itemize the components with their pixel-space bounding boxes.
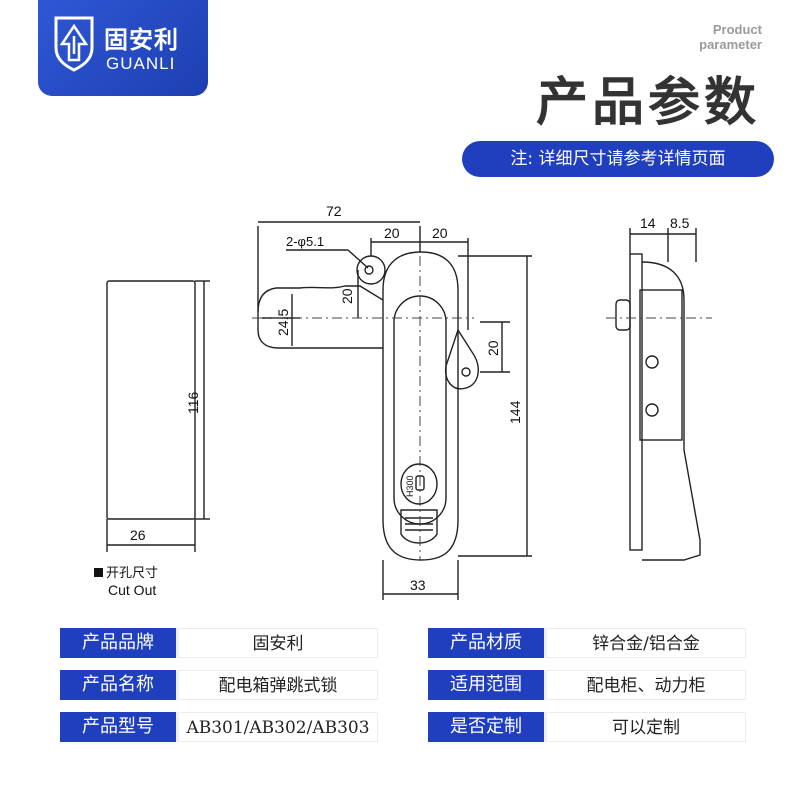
cut-out-cn: 开孔尺寸	[106, 566, 159, 581]
key-mark: H300	[405, 475, 415, 497]
side-body	[641, 261, 701, 561]
spec-value-name: 配电箱弹跳式锁	[178, 670, 378, 700]
page-title: 产品参数	[535, 73, 760, 133]
section-subtitle-en: Product parameter	[632, 22, 762, 52]
side-plate	[629, 253, 643, 551]
dim-14: 14	[640, 215, 656, 231]
dim-24-5: 24.5	[275, 309, 291, 336]
handle-body-outline	[382, 251, 459, 561]
dim-116: 116	[185, 391, 201, 414]
side-stud-1	[615, 299, 631, 331]
dim-26: 26	[130, 527, 146, 543]
spec-value-brand: 固安利	[178, 628, 378, 658]
spec-label-brand: 产品品牌	[60, 628, 176, 658]
spec-value-material: 锌合金/铝合金	[546, 628, 746, 658]
subtitle-line-2: parameter	[699, 37, 762, 52]
dim-hole: 2-φ5.1	[286, 234, 324, 249]
top-lug	[356, 255, 386, 285]
brand-name-en: GUANLI	[106, 54, 176, 73]
dim-20-left: 20	[339, 288, 355, 304]
dim-144: 144	[507, 400, 523, 424]
note-badge: 注: 详细尺寸请参考详情页面	[462, 141, 774, 177]
right-hole	[461, 367, 471, 377]
spec-label-material: 产品材质	[428, 628, 544, 658]
spec-label-name: 产品名称	[60, 670, 176, 700]
dim-33: 33	[410, 577, 426, 593]
dim-20-top-right: 20	[432, 225, 448, 241]
cut-out-outline	[106, 280, 196, 520]
spec-value-scope: 配电柜、动力柜	[546, 670, 746, 700]
dim-72: 72	[326, 203, 342, 219]
spec-value-custom: 可以定制	[546, 712, 746, 742]
brand-name-cn: 固安利	[104, 26, 179, 54]
top-hole	[364, 265, 374, 275]
dim-20-right: 20	[485, 340, 501, 356]
cut-out-label: 开孔尺寸 Cut Out	[94, 566, 158, 598]
spec-label-model: 产品型号	[60, 712, 176, 742]
right-lug	[445, 328, 479, 390]
lever-plate-left	[257, 285, 384, 349]
side-housing	[639, 289, 683, 441]
technical-drawing: 72 20 20 2-φ5.1 20 24.5 20 144 33 116 26…	[106, 203, 712, 600]
spec-label-custom: 是否定制	[428, 712, 544, 742]
spec-value-model: AB301/AB302/AB303	[178, 712, 378, 742]
key-cylinder	[400, 463, 438, 505]
brand-logo: 固安利 GUANLI	[38, 0, 208, 96]
cut-out-en: Cut Out	[108, 582, 157, 598]
dim-20-top-left: 20	[384, 225, 400, 241]
shield-logo-icon	[54, 16, 94, 72]
subtitle-line-1: Product	[712, 22, 762, 37]
spec-label-scope: 适用范围	[428, 670, 544, 700]
dim-8-5: 8.5	[670, 215, 690, 231]
square-bullet-icon	[94, 568, 103, 577]
push-button	[400, 509, 438, 544]
